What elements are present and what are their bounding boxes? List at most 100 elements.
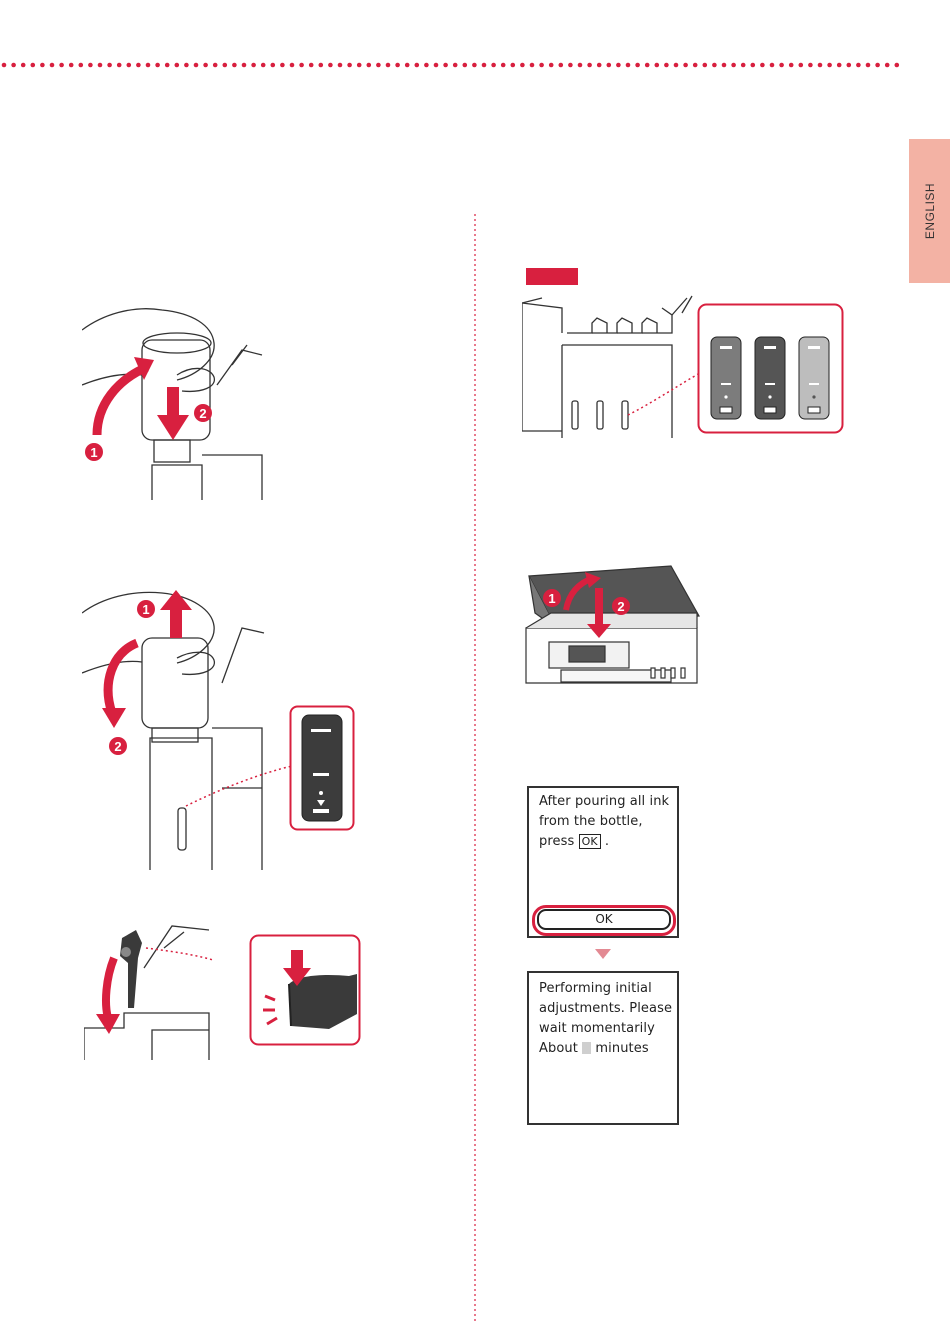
divider-dot <box>376 63 381 68</box>
divider-dot <box>453 63 458 68</box>
divider-dot <box>703 63 708 68</box>
divider-dot <box>847 63 852 68</box>
divider-dot <box>223 63 228 68</box>
divider-dot <box>213 63 218 68</box>
divider-dot <box>491 63 496 68</box>
divider-dot <box>741 63 746 68</box>
divider-dot <box>31 63 36 68</box>
divider-dot <box>251 63 256 68</box>
divider-dot <box>261 63 266 68</box>
divider-dot <box>242 63 247 68</box>
screen1-line-2: from the bottle, <box>539 812 669 832</box>
screen2-line-1: Performing initial <box>539 979 672 999</box>
divider-dot <box>731 63 736 68</box>
screen1-ok-key: OK <box>579 834 601 849</box>
divider-dot <box>69 63 74 68</box>
divider-dot <box>712 63 717 68</box>
divider-dot <box>155 63 160 68</box>
divider-dot <box>616 63 621 68</box>
divider-dot <box>722 63 727 68</box>
divider-dot <box>357 63 362 68</box>
tank-level-callout <box>289 705 355 831</box>
screen2-line-4: About minutes <box>539 1039 672 1059</box>
divider-dot <box>309 63 314 68</box>
divider-dot <box>386 63 391 68</box>
divider-dot <box>40 63 45 68</box>
divider-dot <box>895 63 900 68</box>
divider-dot <box>280 63 285 68</box>
divider-dot <box>799 63 804 68</box>
pour-marker-1: 1 <box>90 445 97 460</box>
divider-dot <box>107 63 112 68</box>
scanner-unit-illustration: 1 2 <box>521 558 701 690</box>
pour-bottle-illustration: 1 2 <box>82 305 267 500</box>
ok-button[interactable]: OK <box>537 909 671 930</box>
divider-dot <box>146 63 151 68</box>
divider-dot <box>482 63 487 68</box>
lcd-screen-adjustments: Performing initial adjustments. Please w… <box>527 971 679 1125</box>
divider-dot <box>539 63 544 68</box>
divider-dot <box>472 63 477 68</box>
next-step-arrow-icon <box>593 947 613 961</box>
screen2-line-2: adjustments. Please <box>539 999 672 1019</box>
divider-dot <box>818 63 823 68</box>
divider-dot <box>271 63 276 68</box>
divider-dot <box>98 63 103 68</box>
divider-dot <box>501 63 506 68</box>
divider-dot <box>11 63 16 68</box>
divider-dot <box>424 63 429 68</box>
divider-dot <box>674 63 679 68</box>
language-tab: ENGLISH <box>909 139 950 283</box>
divider-dot <box>50 63 55 68</box>
divider-dot <box>683 63 688 68</box>
divider-dot <box>347 63 352 68</box>
divider-dot <box>559 63 564 68</box>
cap-press-callout <box>249 934 361 1046</box>
remove-marker-1: 1 <box>142 602 149 617</box>
divider-dot <box>59 63 64 68</box>
divider-dot <box>751 63 756 68</box>
divider-dot <box>856 63 861 68</box>
divider-dot <box>587 63 592 68</box>
divider-dot <box>530 63 535 68</box>
divider-dot <box>232 63 237 68</box>
divider-dot <box>635 63 640 68</box>
divider-dot <box>578 63 583 68</box>
screen2-minutes-text: minutes <box>595 1041 648 1056</box>
screen1-press-end: . <box>605 834 609 849</box>
divider-dot <box>367 63 372 68</box>
scanner-marker-2: 2 <box>617 599 624 614</box>
screen1-line-1: After pouring all ink <box>539 792 669 812</box>
divider-dot <box>203 63 208 68</box>
divider-dot <box>165 63 170 68</box>
divider-dot <box>299 63 304 68</box>
divider-dot <box>79 63 84 68</box>
divider-dot <box>549 63 554 68</box>
divider-dot <box>2 63 7 68</box>
divider-dot <box>568 63 573 68</box>
screen2-about-text: About <box>539 1041 578 1056</box>
divider-dot <box>434 63 439 68</box>
divider-dot <box>184 63 189 68</box>
divider-dot <box>443 63 448 68</box>
divider-dot <box>319 63 324 68</box>
divider-dot <box>760 63 765 68</box>
divider-dot <box>463 63 468 68</box>
divider-dot <box>328 63 333 68</box>
scanner-marker-1: 1 <box>548 591 555 606</box>
divider-dot <box>645 63 650 68</box>
ink-levels-callout <box>697 303 844 434</box>
divider-dot <box>664 63 669 68</box>
divider-dot <box>520 63 525 68</box>
screen2-line-3: wait momentarily <box>539 1019 672 1039</box>
pour-marker-2: 2 <box>199 406 206 421</box>
lcd-screen-pour-complete: After pouring all ink from the bottle, p… <box>527 786 679 938</box>
remove-marker-2: 2 <box>114 739 121 754</box>
divider-dot <box>338 63 343 68</box>
divider-dot <box>866 63 871 68</box>
divider-dot <box>415 63 420 68</box>
divider-dot <box>88 63 93 68</box>
divider-dot <box>136 63 141 68</box>
divider-dot <box>21 63 26 68</box>
divider-dot <box>127 63 132 68</box>
